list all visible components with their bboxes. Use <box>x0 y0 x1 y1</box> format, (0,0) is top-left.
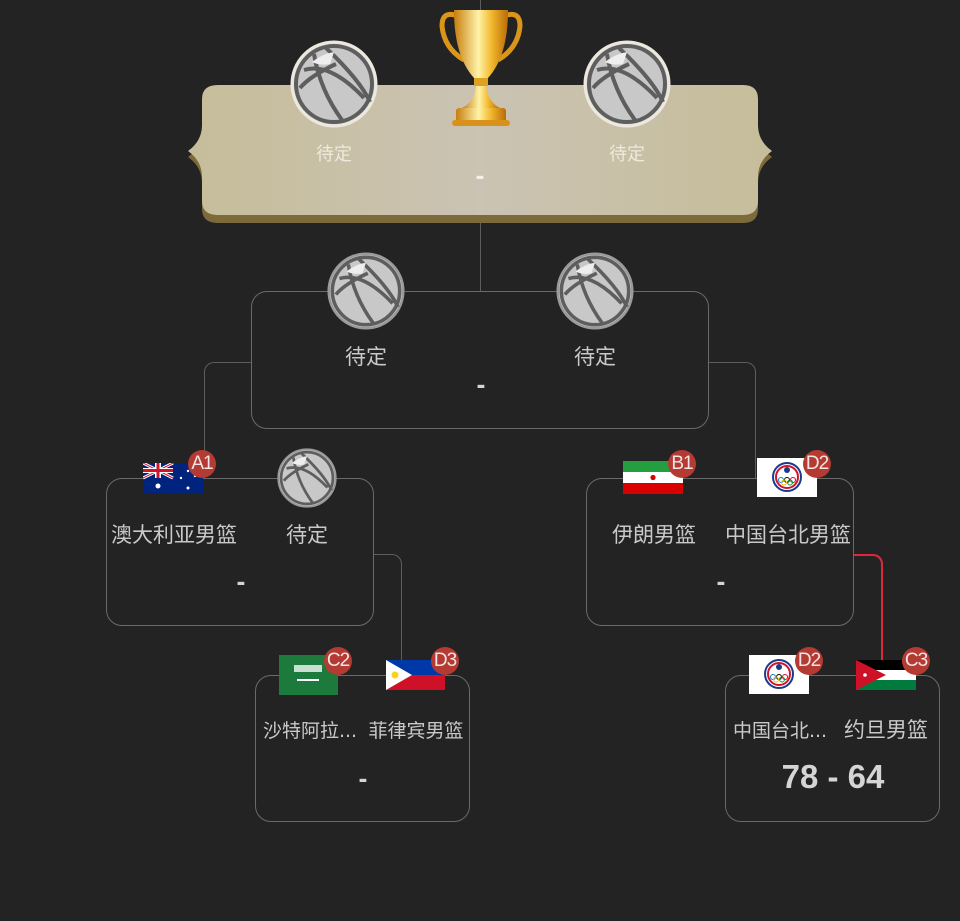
quarterfinal-left-match-card[interactable]: 澳大利亚男篮 待定 - <box>106 478 374 626</box>
playoff-right-team-1-name: 中国台北... <box>732 720 828 742</box>
connector-qf-playoff-left <box>373 554 402 677</box>
playoff-right-team-2-name: 约旦男篮 <box>844 718 928 742</box>
playoff-left-team-1-name: 沙特阿拉... <box>262 720 358 742</box>
philippines-flag <box>386 660 445 690</box>
qf-left-score: - <box>236 571 246 596</box>
final-team-right-name: 待定 <box>609 144 645 165</box>
basketball-placeholder-icon <box>583 40 671 128</box>
connector-semi-qf-left <box>204 362 253 481</box>
seed-badge: D2 <box>795 647 823 675</box>
qf-left-team-1-name: 澳大利亚男篮 <box>111 523 237 547</box>
final-score: - <box>475 165 485 190</box>
seed-badge: C3 <box>902 647 930 675</box>
playoff-left-match-card[interactable]: 沙特阿拉... 菲律宾男篮 - <box>255 675 470 822</box>
trophy-icon <box>438 6 524 128</box>
semifinal-team-right-name: 待定 <box>574 345 616 369</box>
basketball-placeholder-icon <box>556 252 634 330</box>
basketball-placeholder-icon <box>277 448 337 508</box>
seed-badge: B1 <box>668 450 696 478</box>
quarterfinal-right-match-card[interactable]: 伊朗男篮 中国台北男篮 - <box>586 478 854 626</box>
seed-badge: D3 <box>431 647 459 675</box>
playoff-left-score: - <box>358 768 368 793</box>
basketball-placeholder-icon <box>290 40 378 128</box>
semifinal-match-card[interactable]: 待定 待定 - <box>251 291 709 429</box>
playoff-right-score: 78 - 64 <box>781 758 885 795</box>
connector-final-semi <box>480 220 481 292</box>
seed-badge: D2 <box>803 450 831 478</box>
iran-flag <box>623 461 683 494</box>
connector-semi-qf-right <box>708 362 756 481</box>
qf-right-team-1-name: 伊朗男篮 <box>612 523 696 547</box>
final-team-left-name: 待定 <box>316 144 352 165</box>
seed-badge: A1 <box>188 450 216 478</box>
playoff-left-team-2-name: 菲律宾男篮 <box>368 720 464 742</box>
seed-badge: C2 <box>324 647 352 675</box>
basketball-placeholder-icon <box>327 252 405 330</box>
qf-left-team-2-name: 待定 <box>286 523 328 547</box>
playoff-right-match-card[interactable]: 中国台北... 约旦男篮 78 - 64 <box>725 675 940 822</box>
qf-right-team-2-name: 中国台北男篮 <box>725 523 851 547</box>
connector-qf-playoff-right-winner <box>853 554 883 666</box>
semifinal-score: - <box>476 374 486 399</box>
semifinal-team-left-name: 待定 <box>345 345 387 369</box>
qf-right-score: - <box>716 571 726 596</box>
connector-trophy-top <box>480 0 481 12</box>
jordan-flag <box>856 660 916 690</box>
